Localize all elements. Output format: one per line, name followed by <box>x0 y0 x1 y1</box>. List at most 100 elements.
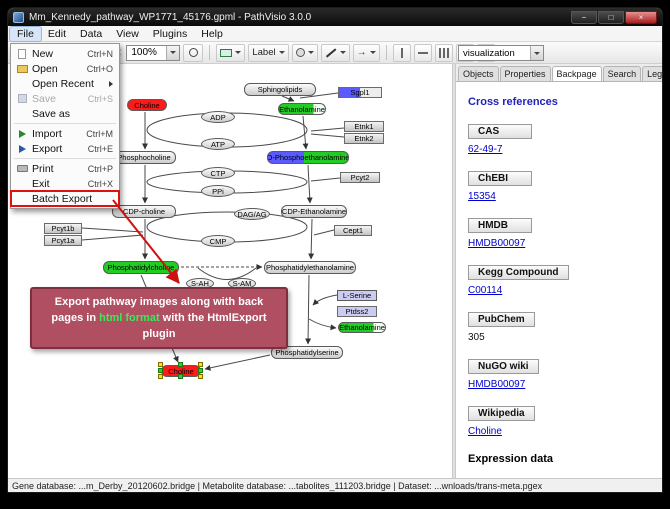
shape-tool-dropdown[interactable] <box>291 43 318 62</box>
node-ptdss2[interactable]: Ptdss2 <box>337 306 377 317</box>
selection-handle[interactable] <box>198 362 203 367</box>
node-ethanolamine-top[interactable]: Ethanolamine <box>278 103 326 115</box>
node-cdp-ethanolamine[interactable]: CDP-Ethanolamine <box>281 205 347 218</box>
file-menu-item-batch-export[interactable]: Batch Export <box>10 190 120 207</box>
line-icon <box>325 48 336 57</box>
maximize-button[interactable]: □ <box>598 10 624 24</box>
label-tool-button[interactable]: Label <box>248 43 289 62</box>
toolbar-separator <box>209 45 211 60</box>
line-tool-dropdown[interactable] <box>320 43 350 62</box>
node-etnk2[interactable]: Etnk2 <box>344 133 384 144</box>
file-menu: New Ctrl+N Open Ctrl+O Open Recent Save … <box>10 43 120 209</box>
node-ppi[interactable]: PPi <box>201 185 235 197</box>
node-pcyt2[interactable]: Pcyt2 <box>340 172 380 183</box>
xref-link[interactable]: HMDB00097 <box>468 379 526 390</box>
node-etnk1[interactable]: Etnk1 <box>344 121 384 132</box>
xref-link[interactable]: C00114 <box>468 285 503 296</box>
status-bar: Gene database: ...m_Derby_20120602.bridg… <box>8 478 662 492</box>
align-center-button[interactable] <box>392 43 411 62</box>
selection-handle[interactable] <box>158 362 163 367</box>
zoom-to-fit-button[interactable] <box>183 43 204 62</box>
tab-backpage[interactable]: Backpage <box>551 66 602 82</box>
tab-legend[interactable]: Legend <box>642 66 662 81</box>
zoom-value: 100% <box>131 47 157 58</box>
tab-properties[interactable]: Properties <box>499 66 551 81</box>
file-menu-item-open[interactable]: Open Ctrl+O <box>11 61 119 76</box>
dropdown-arrow-icon <box>278 51 285 54</box>
zoom-dropdown-button[interactable] <box>166 45 180 60</box>
node-cdp-choline[interactable]: CDP-choline <box>112 205 176 218</box>
node-dag[interactable]: DAG/AG <box>234 208 270 220</box>
node-o-phosphoethanolamine[interactable]: O-Phosphoethanolamine <box>267 151 349 164</box>
interaction-tool-dropdown[interactable]: → <box>352 43 380 62</box>
selection-handle[interactable] <box>198 368 203 373</box>
xref-value: 305 <box>468 332 485 343</box>
node-pcyt1a[interactable]: Pcyt1a <box>44 235 82 246</box>
xref-section-chebi: ChEBI 15354 <box>468 168 650 202</box>
node-phosphatidylethanolamine[interactable]: Phosphatidylethanolamine <box>264 261 356 274</box>
node-phosphatidylserine[interactable]: Phosphatidylserine <box>271 346 343 359</box>
menu-plugins[interactable]: Plugins <box>152 27 188 40</box>
selection-handle[interactable] <box>178 374 183 379</box>
tab-search[interactable]: Search <box>602 66 642 81</box>
panel-splitter[interactable] <box>452 64 456 478</box>
menu-file[interactable]: File <box>9 25 42 42</box>
xref-link[interactable]: 62-49-7 <box>468 144 503 155</box>
file-menu-item-print[interactable]: Print Ctrl+P <box>11 161 119 176</box>
visualization-dropdown-button[interactable] <box>530 46 543 60</box>
label-tool-text: Label <box>252 47 276 58</box>
visualization-combobox[interactable]: visualization <box>458 45 544 61</box>
open-file-icon <box>15 64 29 73</box>
node-l-serine[interactable]: L-Serine <box>337 290 377 301</box>
tab-objects[interactable]: Objects <box>458 66 499 81</box>
node-sgpl1[interactable]: Sgpl1 <box>338 87 382 98</box>
dropdown-arrow-icon <box>235 51 242 54</box>
menu-help[interactable]: Help <box>201 27 223 40</box>
xref-section-kegg: Kegg Compound C00114 <box>468 262 650 296</box>
selection-handle[interactable] <box>158 368 163 373</box>
node-adp[interactable]: ADP <box>201 111 235 123</box>
node-phosphatidylcholine[interactable]: Phosphatidylcholine <box>103 261 179 274</box>
magnifier-icon <box>188 48 198 57</box>
file-menu-item-export[interactable]: Export Ctrl+E <box>11 141 119 156</box>
datanode-tool-dropdown[interactable] <box>216 43 246 62</box>
xref-section-cas: CAS 62-49-7 <box>468 121 650 155</box>
selection-handle[interactable] <box>178 362 183 367</box>
node-atp[interactable]: ATP <box>201 138 235 150</box>
xref-db-name: Wikipedia <box>468 406 535 421</box>
distribute-horizontal-button[interactable] <box>434 43 453 62</box>
xref-link[interactable]: 15354 <box>468 191 496 202</box>
align-middle-button[interactable] <box>413 43 432 62</box>
node-cept1[interactable]: Cept1 <box>334 225 372 236</box>
toolbar-separator <box>385 45 387 60</box>
node-pcyt1b[interactable]: Pcyt1b <box>44 223 82 234</box>
menu-view[interactable]: View <box>116 27 139 40</box>
file-menu-item-new[interactable]: New Ctrl+N <box>11 46 119 61</box>
xref-db-name: ChEBI <box>468 171 532 186</box>
file-menu-item-import[interactable]: Import Ctrl+M <box>11 126 119 141</box>
node-phosphocholine[interactable]: Phosphocholine <box>112 151 176 164</box>
menu-data[interactable]: Data <box>80 27 103 40</box>
zoom-combobox[interactable]: 100% <box>126 44 181 61</box>
file-menu-item-open-recent[interactable]: Open Recent <box>11 76 119 91</box>
status-text: Gene database: ...m_Derby_20120602.bridg… <box>12 480 543 491</box>
node-choline-top[interactable]: Choline <box>127 99 167 111</box>
selection-handle[interactable] <box>198 374 203 379</box>
node-ctp[interactable]: CTP <box>201 167 235 179</box>
expression-data-heading: Expression data <box>468 453 553 465</box>
node-sphingolipids[interactable]: Sphingolipids <box>244 83 316 96</box>
file-menu-item-save-as[interactable]: Save as <box>32 107 70 120</box>
file-menu-item-exit[interactable]: Exit Ctrl+X <box>32 177 113 190</box>
xref-link[interactable]: HMDB00097 <box>468 238 526 249</box>
close-button[interactable]: × <box>625 10 657 24</box>
menu-edit[interactable]: Edit <box>47 27 67 40</box>
minimize-button[interactable]: − <box>571 10 597 24</box>
xref-link[interactable]: Choline <box>468 426 502 437</box>
file-menu-item-save[interactable]: Save Ctrl+S <box>11 91 119 106</box>
print-icon <box>15 165 29 172</box>
align-center-icon <box>396 47 407 58</box>
selection-handle[interactable] <box>158 374 163 379</box>
node-cmp[interactable]: CMP <box>201 235 235 247</box>
node-ethanolamine-bottom[interactable]: Ethanolamine <box>338 322 386 333</box>
